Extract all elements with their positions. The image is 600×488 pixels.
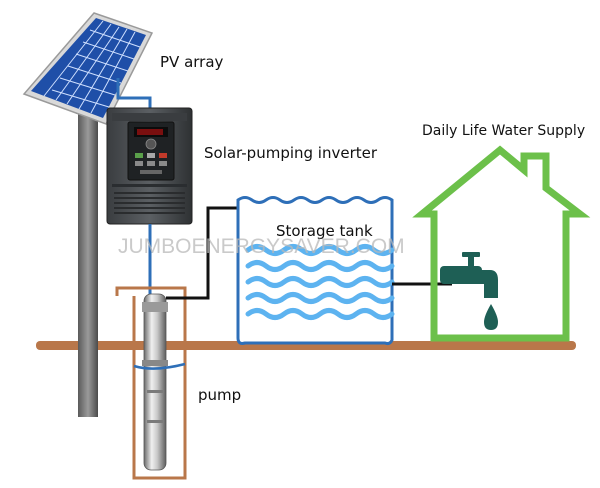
- label-water-supply: Daily Life Water Supply: [422, 123, 585, 139]
- well-casing: [115, 286, 187, 480]
- storage-tank: [236, 196, 395, 346]
- faucet-icon: [440, 252, 498, 330]
- panel-pole: [78, 105, 98, 417]
- house-water-supply: [412, 145, 591, 342]
- label-pump: pump: [198, 386, 241, 404]
- solar-pumping-inverter: [106, 107, 193, 225]
- ground-line: [36, 341, 576, 350]
- label-pv-array: PV array: [160, 53, 224, 71]
- label-inverter: Solar-pumping inverter: [204, 144, 378, 162]
- label-storage-tank: Storage tank: [276, 222, 373, 240]
- watermark: JUMBOENERGYSAVER.COM: [118, 235, 405, 258]
- cable-panel-to-inverter: [116, 78, 152, 112]
- solar-panel: [22, 12, 154, 125]
- submersible-pump: [133, 293, 186, 471]
